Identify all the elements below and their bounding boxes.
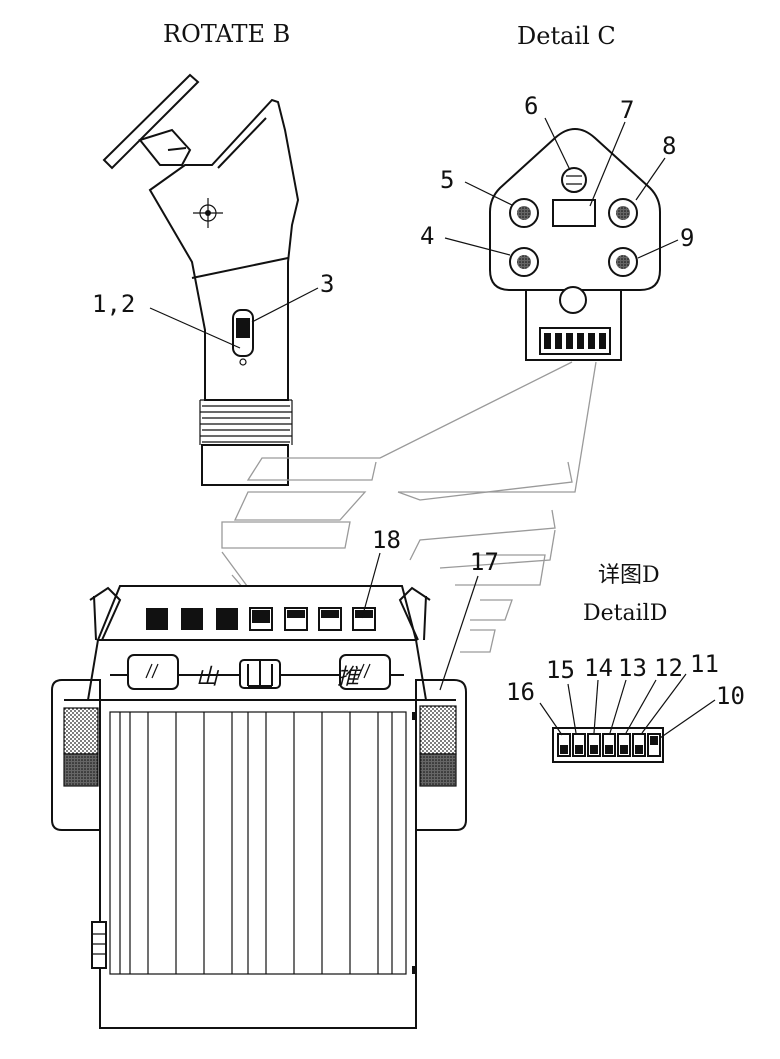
leader-18 bbox=[361, 552, 381, 619]
callout-6: 6 bbox=[524, 92, 538, 120]
leader-3 bbox=[251, 287, 319, 323]
leaders-detail-d bbox=[539, 673, 716, 739]
joystick-handle bbox=[102, 73, 300, 486]
callout-14: 14 bbox=[584, 654, 613, 682]
control-console: 山 推 bbox=[51, 585, 467, 1029]
leader-17 bbox=[439, 575, 479, 691]
callout-15: 15 bbox=[546, 656, 575, 684]
callout-1-2: 1,2 bbox=[92, 290, 135, 318]
callout-11: 11 bbox=[690, 650, 719, 678]
detail-d-switch-strip bbox=[552, 727, 664, 763]
callout-7: 7 bbox=[620, 96, 634, 124]
callout-12: 12 bbox=[654, 654, 683, 682]
callout-18: 18 bbox=[372, 526, 401, 554]
leader-1-2 bbox=[149, 307, 241, 349]
logo-text: 山 推 bbox=[196, 665, 415, 690]
callout-16: 16 bbox=[506, 678, 535, 706]
callout-17: 17 bbox=[470, 548, 499, 576]
callout-3: 3 bbox=[320, 270, 334, 298]
callout-5: 5 bbox=[440, 166, 454, 194]
callout-4: 4 bbox=[420, 222, 434, 250]
title-detail-c: Detail C bbox=[517, 22, 616, 50]
title-rotate-b: ROTATE B bbox=[163, 20, 290, 48]
callout-10: 10 bbox=[716, 682, 745, 710]
detail-c-plate bbox=[489, 128, 661, 361]
title-detail-d-en: DetailD bbox=[583, 601, 667, 626]
callout-8: 8 bbox=[662, 132, 676, 160]
callout-9: 9 bbox=[680, 224, 694, 252]
leaders-detail-c bbox=[444, 117, 679, 259]
callouts: 1,2 3 4 5 6 7 8 9 10 11 12 13 14 15 16 1… bbox=[92, 92, 745, 710]
callout-13: 13 bbox=[618, 654, 647, 682]
title-detail-d-cn: 详图D bbox=[598, 563, 660, 588]
